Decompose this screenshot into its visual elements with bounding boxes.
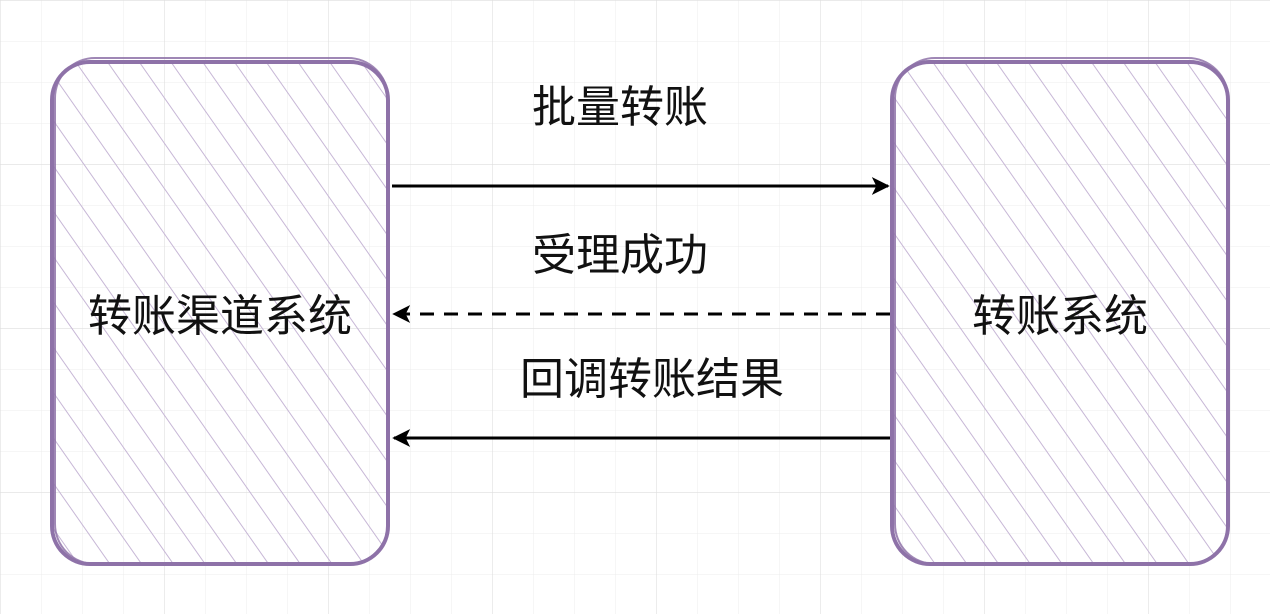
node-left-label: 转账渠道系统 [88, 291, 352, 342]
node-left-sketch-stroke [54, 57, 389, 565]
node-transfer-channel-system[interactable]: 转账渠道系统 [50, 57, 390, 566]
edge-callback-result-label: 回调转账结果 [520, 354, 784, 405]
edge-accepted-label: 受理成功 [532, 230, 708, 281]
node-transfer-system[interactable]: 转账系统 [890, 57, 1230, 566]
edge-callback-result[interactable]: 回调转账结果 [392, 354, 890, 447]
node-right-sketch-stroke [894, 57, 1229, 565]
edge-batch-transfer[interactable]: 批量转账 [392, 82, 890, 195]
edge-batch-transfer-label: 批量转账 [532, 82, 708, 133]
edge-accepted[interactable]: 受理成功 [392, 230, 890, 323]
node-right-label: 转账系统 [972, 291, 1148, 342]
